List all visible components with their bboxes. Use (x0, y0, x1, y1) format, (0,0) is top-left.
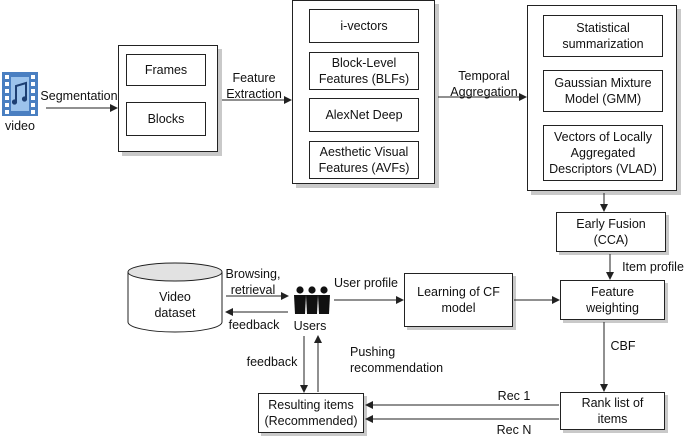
blocks-box: Blocks (126, 102, 206, 136)
recn-label: Rec N (496, 423, 532, 437)
resulting-items-box: Resulting items (Recommended) (258, 393, 364, 433)
rank-list-box: Rank list of items (560, 392, 665, 430)
vlad-box: Vectors of Locally Aggregated Descriptor… (543, 125, 663, 181)
pushing-recommendation-label: Pushing recommendation (350, 345, 444, 375)
gmm-box: Gaussian Mixture Model (GMM) (543, 70, 663, 112)
ivectors-box: i-vectors (309, 9, 419, 43)
video-dataset-cylinder (127, 262, 223, 334)
user-profile-label: User profile (334, 276, 398, 290)
video-icon (2, 72, 38, 116)
users-label: Users (293, 319, 327, 333)
early-fusion-box: Early Fusion (CCA) (556, 212, 666, 252)
frames-box: Frames (126, 54, 206, 86)
alexnet-box: AlexNet Deep (309, 98, 419, 132)
feedback-users-label: feedback (246, 355, 298, 369)
cbf-label: CBF (610, 339, 636, 353)
video-label: video (5, 119, 35, 133)
feature-weighting-box: Feature weighting (560, 280, 665, 320)
blf-box: Block-Level Features (BLFs) (309, 52, 419, 90)
users-icon (292, 286, 332, 314)
temporal-aggregation-label: Temporal Aggregation (450, 69, 518, 99)
video-dataset-label: Video dataset (154, 290, 196, 320)
rec1-label: Rec 1 (497, 389, 531, 403)
avf-box: Aesthetic Visual Features (AVFs) (309, 141, 419, 179)
statistical-summarization-box: Statistical summarization (543, 15, 663, 57)
browsing-retrieval-label: Browsing, retrieval (225, 267, 281, 297)
feature-extraction-label: Feature Extraction (226, 71, 282, 101)
segmentation-label: Segmentation (40, 89, 118, 103)
learning-cf-box: Learning of CF model (404, 273, 513, 327)
item-profile-label: Item profile (622, 260, 684, 274)
feedback-dataset-label: feedback (228, 318, 280, 332)
